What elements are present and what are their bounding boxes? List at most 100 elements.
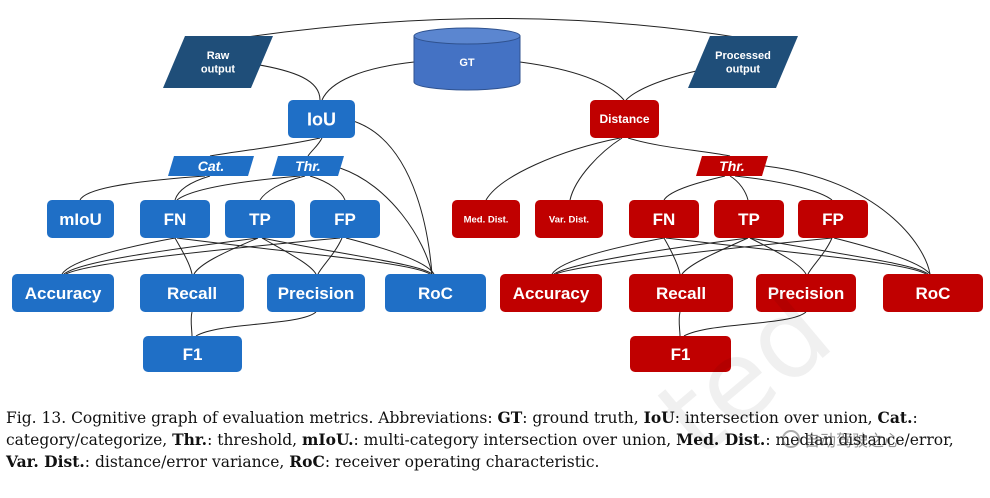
accuracy-node-label: Accuracy — [25, 284, 102, 303]
precision-node-label: Precision — [278, 284, 355, 303]
iou-node: IoU — [288, 100, 355, 138]
f1-node: F1 — [143, 336, 242, 372]
edge-rtp-acc — [553, 237, 749, 275]
red-fp-node: FP — [798, 200, 868, 238]
red-thr-label-shape — [696, 156, 768, 176]
edge-raw-processed — [239, 18, 743, 39]
caption-definition: : category/categorize, — [6, 409, 918, 449]
edge-distance-var — [569, 137, 623, 201]
brand-watermark: 自动驾驶之心 — [782, 427, 900, 451]
iou-node-label: IoU — [307, 109, 336, 129]
edge-rtp-roc — [749, 237, 929, 275]
edge-rfn-acc — [551, 237, 665, 275]
recall-node: Recall — [140, 274, 244, 312]
edge-fp-roc — [345, 237, 435, 275]
recall-node-label: Recall — [167, 284, 217, 303]
edge-rfp-acc — [555, 237, 833, 275]
edges — [61, 18, 931, 337]
precision-node: Precision — [267, 274, 365, 312]
red-fn-node-label: FN — [653, 210, 676, 229]
caption-definition: : median distance/error, — [765, 431, 954, 449]
distance-node: Distance — [590, 100, 659, 138]
fn-node: FN — [140, 200, 210, 238]
red-f1-node-box — [630, 336, 731, 372]
edge-rfp-roc — [833, 237, 931, 275]
edge-iou-cat — [209, 137, 321, 157]
edge-thr-fp — [309, 175, 346, 201]
red-thr-label: Thr. — [696, 156, 768, 176]
caption-abbr: RoC — [289, 452, 325, 471]
thr-label: Thr. — [272, 156, 344, 176]
roc-node-label: RoC — [418, 284, 453, 303]
edge-gt-distance — [519, 61, 625, 101]
red-recall-node-box — [629, 274, 733, 312]
caption-abbr: Cat. — [877, 408, 913, 427]
caption-abbr: GT — [497, 408, 523, 427]
fp-node-box — [310, 200, 380, 238]
gt-database: GT — [413, 27, 521, 91]
caption-abbr: mIoU. — [302, 430, 354, 449]
caption-definition: : distance/error variance, — [84, 453, 290, 471]
edge-rfn-recall — [663, 237, 681, 275]
edge-tp-recall — [193, 237, 259, 275]
edge-rfn-roc — [665, 237, 927, 275]
caption-definition: : multi-category intersection over union… — [353, 431, 677, 449]
chat-bubble-icon — [782, 430, 800, 448]
edge-tp-acc — [63, 237, 259, 275]
red-fn-node-box — [629, 200, 699, 238]
red-recall-node: Recall — [629, 274, 733, 312]
tp-node-label: TP — [249, 210, 271, 229]
caption-definition: : intersection over union, — [674, 409, 878, 427]
red-precision-node: Precision — [756, 274, 856, 312]
edge-rthr-fn — [663, 175, 726, 201]
red-f1-node: F1 — [630, 336, 731, 372]
edge-cat-fn — [174, 175, 211, 201]
red-f1-node-label: F1 — [671, 345, 691, 364]
edge-cat-miou — [79, 175, 206, 201]
tp-node: TP — [225, 200, 295, 238]
tp-node-box — [225, 200, 295, 238]
accuracy-node-box — [12, 274, 114, 312]
edge-recall-f1 — [190, 311, 193, 337]
edge-gt-iou — [321, 61, 415, 101]
red-roc-node-label: RoC — [916, 284, 951, 303]
caption-abbr: Med. Dist. — [676, 430, 766, 449]
edge-distance-med — [485, 137, 621, 201]
distance-node-label: Distance — [599, 112, 649, 126]
edge-fp-precision — [317, 237, 343, 275]
red-accuracy-node-label: Accuracy — [513, 284, 590, 303]
edge-tp-precision — [261, 237, 317, 275]
red-accuracy-node-box — [500, 274, 602, 312]
iou-node-box — [288, 100, 355, 138]
red-tp-node: TP — [714, 200, 784, 238]
fn-node-label: FN — [164, 210, 187, 229]
red-roc-node: RoC — [883, 274, 983, 312]
edge-thr-tp — [259, 175, 306, 201]
edge-fn-recall — [174, 237, 193, 275]
miou-node-label: mIoU — [59, 210, 102, 229]
roc-node: RoC — [385, 274, 486, 312]
red-fp-node-label: FP — [822, 210, 844, 229]
figure-caption: Fig. 13. Cognitive graph of evaluation m… — [6, 407, 986, 473]
red-roc-node-box — [883, 274, 983, 312]
red-accuracy-node: Accuracy — [500, 274, 602, 312]
fp-node-label: FP — [334, 210, 356, 229]
red-precision-node-label: Precision — [768, 284, 845, 303]
red-tp-node-box — [714, 200, 784, 238]
red-fp-node-box — [798, 200, 868, 238]
edge-rtp-recall — [681, 237, 749, 275]
caption-definition: : receiver operating characteristic. — [324, 453, 600, 471]
caption-abbr: Var. Dist. — [6, 452, 85, 471]
caption-definition: : ground truth, — [522, 409, 644, 427]
edge-rthr-tp — [729, 175, 749, 201]
gt-database-body — [413, 35, 521, 91]
red-tp-node-label: TP — [738, 210, 760, 229]
fn-node-box — [140, 200, 210, 238]
edge-thr-fn — [176, 175, 301, 201]
brand-name: 自动驾驶之心 — [804, 431, 901, 450]
precision-node-box — [267, 274, 365, 312]
miou-node: mIoU — [47, 200, 114, 238]
caption-abbr: IoU — [643, 408, 675, 427]
